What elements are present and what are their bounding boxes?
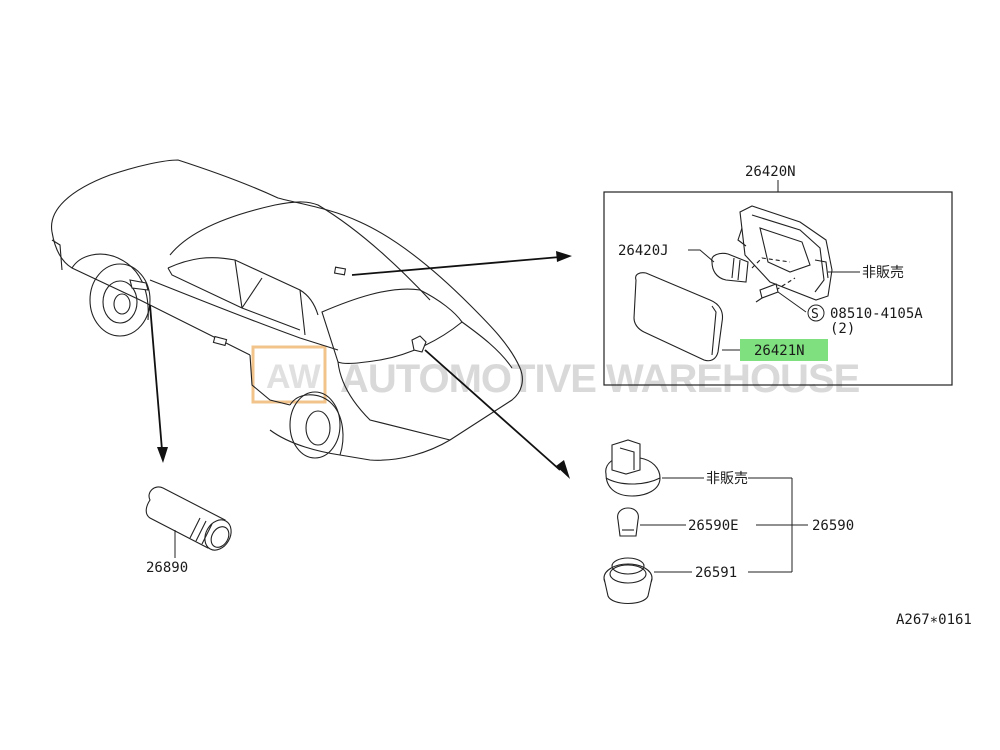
label-assembly-top: 26420N (745, 164, 796, 180)
arrow-to-license-lamp-assembly (351, 256, 561, 276)
lens-label-highlight (740, 339, 828, 361)
watermark-logo-box (251, 345, 327, 404)
label-group-bottom: 26590 (812, 518, 854, 534)
car-illustration (51, 159, 523, 461)
diagram-code: A267∗0161 (896, 612, 972, 628)
circled-s-glyph: S (811, 307, 819, 322)
arrow-to-bulb-socket (424, 349, 561, 471)
side-marker-lamp: 26890 (145, 486, 232, 576)
arrowhead-icon (157, 447, 168, 463)
watermark-text: AUTOMOTIVE WAREHOUSE (340, 357, 860, 401)
label-screw: 08510-4105A (830, 306, 923, 322)
watermark-logo: AW (266, 358, 322, 396)
label-screw-qty: (2) (830, 321, 855, 337)
watermark: AW AUTOMOTIVE WAREHOUSE (251, 345, 861, 404)
arrowhead-icon (556, 251, 572, 262)
arrowhead-icon (556, 460, 570, 479)
label-bulb-top: 26420J (618, 243, 669, 259)
circled-s-icon (807, 304, 825, 322)
label-not-for-sale-bottom: 非販売 (706, 471, 748, 487)
arrow-to-side-marker (149, 304, 163, 451)
label-not-for-sale-top: 非販売 (862, 265, 904, 281)
label-socket-bottom: 26591 (695, 565, 737, 581)
license-lamp-assembly: 26420N 26420J 非販売 S 08510-4105A (2) 2642 (603, 164, 953, 386)
label-sidemarker: 26890 (146, 560, 188, 576)
label-lens: 26421N (754, 343, 805, 359)
bulb-socket-group: 非販売 26590E 26590 26591 (603, 439, 854, 605)
callout-arrows (149, 251, 572, 479)
label-bulb-bottom: 26590E (688, 518, 739, 534)
assembly-frame (603, 191, 953, 386)
